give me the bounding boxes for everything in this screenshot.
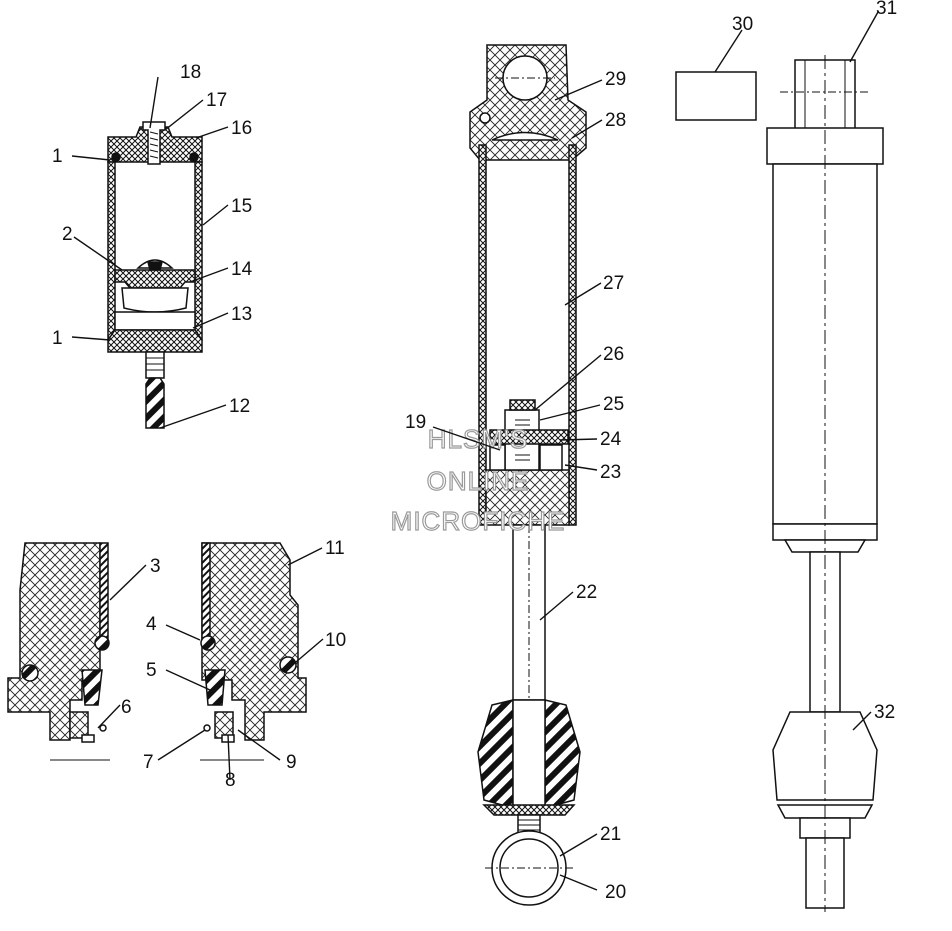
callout-10: 10 <box>325 630 346 651</box>
callout-7: 7 <box>143 752 154 773</box>
callout-24: 24 <box>600 429 622 450</box>
watermark-line-1: HLSM'S <box>428 424 529 454</box>
seal-head-assembly <box>7 542 307 761</box>
callout-32: 32 <box>874 702 895 723</box>
callout-23: 23 <box>600 462 621 483</box>
callout-22: 22 <box>576 582 597 603</box>
callout-13: 13 <box>231 304 252 325</box>
spacer-part <box>675 71 757 121</box>
callout-26: 26 <box>603 344 624 365</box>
callout-14: 14 <box>231 259 253 280</box>
callout-labels: 1 1 2 3 4 5 6 7 8 9 10 11 12 13 14 15 16… <box>52 0 897 903</box>
callout-29: 29 <box>605 69 626 90</box>
callout-18: 18 <box>180 62 201 83</box>
watermark-line-2: ONLINE <box>427 466 530 496</box>
watermark-line-3: MICROFICHE <box>391 506 566 536</box>
callout-16: 16 <box>231 118 252 139</box>
callout-19: 19 <box>405 412 426 433</box>
callout-1-upper: 1 <box>52 146 63 167</box>
callout-1-lower: 1 <box>52 328 63 349</box>
watermark: HLSM'S ONLINE MICROFICHE <box>390 423 566 536</box>
reservoir-assembly <box>107 121 203 429</box>
callout-28: 28 <box>605 110 626 131</box>
callout-5: 5 <box>146 660 157 681</box>
callout-31: 31 <box>876 0 897 19</box>
leader-lines <box>71 11 879 891</box>
callout-25: 25 <box>603 394 624 415</box>
callout-30: 30 <box>732 14 753 35</box>
shock-assembly <box>766 55 884 912</box>
callout-15: 15 <box>231 196 252 217</box>
callout-4: 4 <box>146 614 157 635</box>
callout-21: 21 <box>600 824 621 845</box>
callout-27: 27 <box>603 273 624 294</box>
callout-8: 8 <box>225 770 236 791</box>
damper-body <box>469 44 587 906</box>
callout-2: 2 <box>62 224 73 245</box>
callout-9: 9 <box>286 752 297 773</box>
callout-17: 17 <box>206 90 227 111</box>
callout-11: 11 <box>325 538 345 559</box>
callout-20: 20 <box>605 882 626 903</box>
callout-3: 3 <box>150 556 161 577</box>
callout-6: 6 <box>121 697 132 718</box>
callout-12: 12 <box>229 396 250 417</box>
